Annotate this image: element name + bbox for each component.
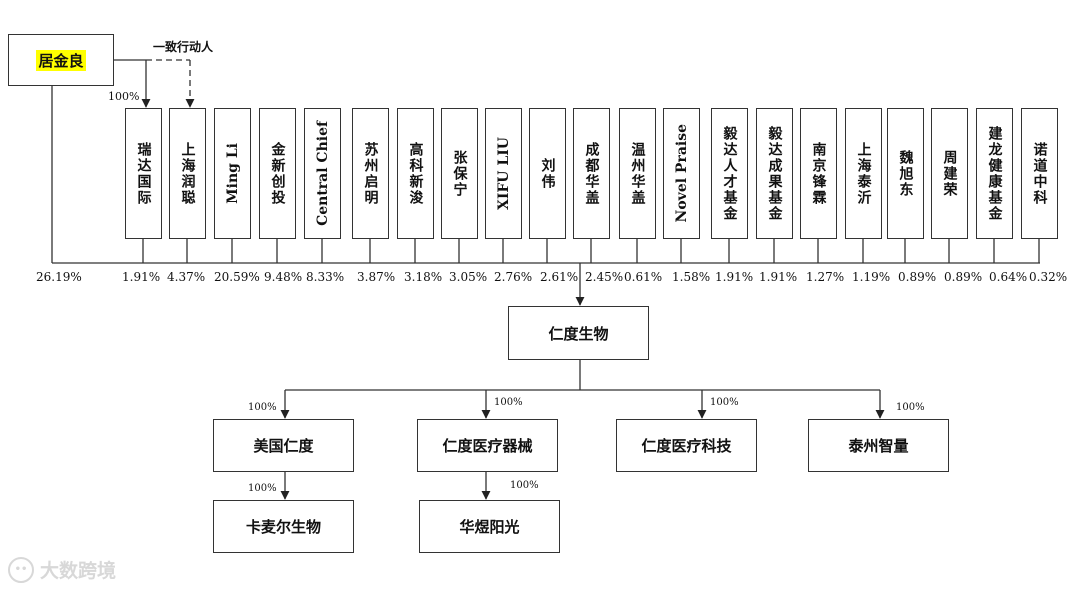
shareholder-pct: 2.61% [540, 270, 579, 284]
controller-box: 居金良 [8, 34, 114, 86]
shareholder-name: XIFU LIU [495, 136, 512, 211]
link-pct: 100% [108, 90, 140, 103]
shareholder-name: 金新创投 [269, 141, 286, 206]
shareholder-name: 南京锋霖 [810, 141, 827, 206]
shareholder-pct: 0.61% [624, 270, 663, 284]
second-level-box-carmel: 卡麦尔生物 [213, 500, 354, 553]
shareholder-pct: 1.91% [759, 270, 798, 284]
shareholder-pct: 3.87% [357, 270, 396, 284]
subsidiary-label: 仁度医疗科技 [641, 437, 732, 455]
second-level-pct: 100% [510, 480, 539, 491]
watermark-text: 大数跨境 [40, 560, 117, 582]
controller-label: 居金良 [36, 49, 86, 71]
cloud-logo-icon: •• [8, 556, 34, 583]
subsidiary-pct: 100% [710, 397, 739, 408]
shareholder-box: XIFU LIU [485, 108, 522, 239]
shareholder-pct: 0.64% [989, 270, 1028, 284]
second-level-label: 华煜阳光 [459, 518, 520, 536]
shareholder-name: 张保宁 [451, 149, 468, 198]
subsidiary-box-taizhou: 泰州智量 [808, 419, 949, 472]
shareholder-name: 刘伟 [539, 157, 556, 190]
company-box: 仁度生物 [508, 306, 649, 360]
shareholder-pct: 0.89% [898, 270, 937, 284]
shareholder-name: 周建荣 [941, 149, 958, 198]
shareholder-name: 诺道中科 [1031, 141, 1048, 206]
shareholder-box: 苏州启明 [352, 108, 389, 239]
shareholder-pct: 2.45% [585, 270, 624, 284]
second-level-pct: 100% [248, 483, 277, 494]
shareholder-name: Ming Li [224, 143, 241, 204]
concert-party-label: 一致行动人 [153, 40, 214, 54]
watermark: •• 大数跨境 [8, 556, 116, 583]
shareholder-name: 高科新浚 [407, 141, 424, 206]
shareholder-pct: 0.32% [1029, 270, 1068, 284]
shareholder-box: 张保宁 [441, 108, 478, 239]
shareholder-box: 魏旭东 [887, 108, 924, 239]
subsidiary-label: 美国仁度 [253, 437, 314, 455]
shareholder-box: 周建荣 [931, 108, 968, 239]
shareholder-box: 成都华盖 [573, 108, 610, 239]
shareholder-pct: 1.19% [852, 270, 891, 284]
shareholder-box: 金新创投 [259, 108, 296, 239]
subsidiary-box-us: 美国仁度 [213, 419, 354, 472]
shareholder-pct: 4.37% [167, 270, 206, 284]
subsidiary-label: 仁度医疗器械 [442, 437, 533, 455]
shareholder-pct: 1.91% [122, 270, 161, 284]
shareholder-box: 南京锋霖 [800, 108, 837, 239]
shareholder-box: 毅达人才基金 [711, 108, 748, 239]
subsidiary-pct: 100% [494, 397, 523, 408]
shareholder-name: 毅达人才基金 [721, 125, 738, 222]
shareholder-box: 毅达成果基金 [756, 108, 793, 239]
second-level-label: 卡麦尔生物 [245, 518, 321, 536]
shareholder-name: Novel Praise [673, 124, 690, 223]
shareholder-box: 温州华盖 [619, 108, 656, 239]
shareholder-name: 温州华盖 [629, 141, 646, 206]
shareholder-pct: 3.18% [404, 270, 443, 284]
subsidiary-box-tech: 仁度医疗科技 [616, 419, 757, 472]
shareholder-box: 上海润聪 [169, 108, 206, 239]
shareholder-box: Central Chief [304, 108, 341, 239]
shareholder-pct: 20.59% [214, 270, 260, 284]
shareholder-name: 上海泰沂 [855, 141, 872, 206]
shareholder-box: 刘伟 [529, 108, 566, 239]
shareholder-name: 建龙健康基金 [986, 125, 1003, 222]
shareholder-pct: 1.27% [806, 270, 845, 284]
shareholder-box: 高科新浚 [397, 108, 434, 239]
subsidiary-pct: 100% [248, 402, 277, 413]
subsidiary-pct: 100% [896, 402, 925, 413]
second-level-box-huayu: 华煜阳光 [419, 500, 560, 553]
shareholder-box: 上海泰沂 [845, 108, 882, 239]
shareholder-box: 诺道中科 [1021, 108, 1058, 239]
company-label: 仁度生物 [548, 324, 609, 343]
shareholder-pct: 8.33% [306, 270, 345, 284]
shareholder-pct: 3.05% [449, 270, 488, 284]
shareholder-name: 魏旭东 [897, 149, 914, 198]
shareholder-pct: 0.89% [944, 270, 983, 284]
shareholder-name: 毅达成果基金 [766, 125, 783, 222]
shareholder-box: Ming Li [214, 108, 251, 239]
shareholder-pct: 1.58% [672, 270, 711, 284]
shareholder-name: 瑞达国际 [135, 141, 152, 206]
shareholder-box: Novel Praise [663, 108, 700, 239]
shareholder-pct: 2.76% [494, 270, 533, 284]
subsidiary-box-device: 仁度医疗器械 [417, 419, 558, 472]
shareholder-pct: 1.91% [715, 270, 754, 284]
shareholder-box: 瑞达国际 [125, 108, 162, 239]
controller-pct: 26.19% [36, 270, 82, 284]
shareholder-pct: 9.48% [264, 270, 303, 284]
shareholder-box: 建龙健康基金 [976, 108, 1013, 239]
shareholder-name: 成都华盖 [583, 141, 600, 206]
shareholder-name: 上海润聪 [179, 141, 196, 206]
shareholder-name: Central Chief [314, 121, 331, 226]
subsidiary-label: 泰州智量 [848, 437, 909, 455]
shareholder-name: 苏州启明 [362, 141, 379, 206]
